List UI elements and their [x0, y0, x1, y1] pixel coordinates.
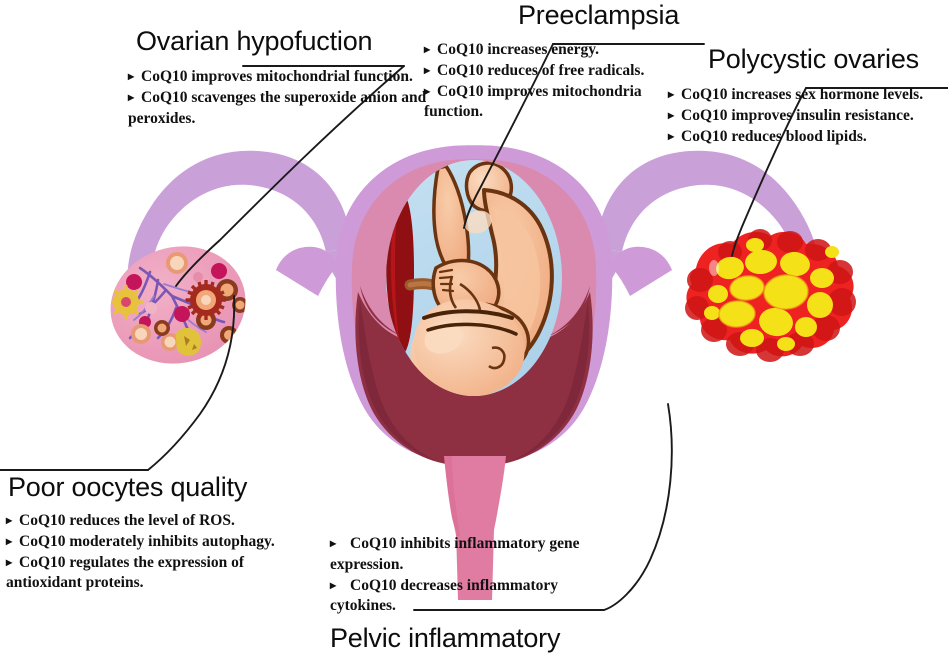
bullet-item: ▸ CoQ10 increases energy.	[424, 40, 704, 61]
cervix	[444, 456, 506, 540]
bullet-text: CoQ10 decreases inflammatory cytokines.	[330, 576, 559, 615]
bullet-text: CoQ10 increases sex hormone levels.	[681, 86, 924, 103]
callout-pelvic-inflammatory: ▸CoQ10 inhibits inflammatory gene expres…	[330, 534, 610, 654]
bullet-marker-icon: ▸	[330, 536, 337, 550]
bullet-text: CoQ10 increases energy.	[437, 41, 600, 58]
bullet-marker-icon: ▸	[424, 83, 431, 98]
bullet-item: ▸ CoQ10 reduces blood lipids.	[668, 127, 948, 148]
leader-polycystic-ovaries	[731, 87, 807, 257]
callout-ovarian-hypofunction: Ovarian hypofuction ▸ CoQ10 improves mito…	[128, 26, 428, 129]
callout-preeclampsia: Preeclampsia ▸CoQ10 increases energy. ▸C…	[424, 0, 704, 123]
right-polycystic-ovary	[685, 229, 856, 362]
leader-preeclampsia	[463, 43, 554, 229]
bullet-marker-icon: ▸	[128, 69, 135, 83]
bullet-item: ▸ CoQ10 improves insulin resistance.	[668, 106, 948, 127]
callout-title-ovarian-hypofunction: Ovarian hypofuction	[136, 26, 373, 56]
bullet-item: ▸ CoQ10 increases sex hormone levels.	[668, 85, 948, 106]
callout-bullets-preeclampsia: ▸ CoQ10 increases energy. ▸ CoQ10 reduces …	[424, 40, 704, 123]
callout-poor-oocytes-quality: Poor oocytes quality ▸ CoQ10 reduces the …	[6, 472, 306, 594]
callout-title-preeclampsia: Preeclampsia	[518, 0, 680, 30]
bullet-marker-icon: ▸	[330, 577, 337, 592]
left-ovary	[109, 246, 248, 364]
callout-polycystic-ovaries: Polycystic ovaries ▸ CoQ10 increases sex …	[668, 44, 948, 147]
bullet-item: ▸CoQ10 improves mitochondria function.	[424, 82, 704, 124]
bullet-text: CoQ10 reduces blood lipids.	[681, 127, 867, 145]
bullet-marker-icon: ▸	[6, 513, 13, 527]
fetus	[410, 161, 554, 396]
callout-bullets-polycystic-ovaries: ▸ CoQ10 increases sex hormone levels. ▸ Co…	[668, 85, 948, 147]
bullet-marker-icon: ▸	[424, 62, 431, 77]
bullet-item: ▸CoQ10 decreases inflammatory cytokines.	[330, 576, 610, 618]
bullet-marker-icon: ▸	[128, 89, 135, 104]
leader-poor-oocytes-quality	[147, 295, 236, 471]
bullet-item: ▸ CoQ10 reduces of free radicals.	[424, 61, 704, 82]
bullet-marker-icon: ▸	[668, 87, 675, 101]
bullet-marker-icon: ▸	[6, 554, 13, 569]
bullet-item: ▸CoQ10 scavenges the superoxide anion an…	[128, 88, 428, 130]
bullet-text: CoQ10 improves mitochondria function.	[424, 82, 642, 121]
bullet-text: CoQ10 moderately inhibits autophagy.	[19, 532, 275, 550]
callout-title-poor-oocytes-quality: Poor oocytes quality	[8, 472, 248, 502]
vagina	[456, 530, 494, 600]
bullet-item: ▸CoQ10 regulates the expression of antio…	[6, 553, 306, 595]
callout-bullets-pelvic-inflammatory: ▸CoQ10 inhibits inflammatory gene expres…	[330, 534, 610, 617]
callout-bullets-poor-oocytes-quality: ▸CoQ10 reduces the level of ROS. ▸CoQ10 …	[6, 511, 306, 594]
cervix-and-vagina	[444, 456, 506, 600]
leader-ovarian-hypofunction	[175, 65, 405, 287]
bullet-text: CoQ10 scavenges the superoxide anion and…	[128, 88, 427, 127]
bullet-marker-icon: ▸	[424, 42, 431, 56]
bullet-item: ▸ CoQ10 improves mitochondrial function.	[128, 67, 428, 88]
bullet-item: ▸ CoQ10 moderately inhibits autophagy.	[6, 532, 306, 553]
bullet-marker-icon: ▸	[668, 107, 675, 122]
bullet-text: CoQ10 improves mitochondrial function.	[141, 68, 413, 85]
bullet-item: ▸ CoQ10 reduces the level of ROS.	[6, 511, 306, 532]
callout-title-polycystic-ovaries: Polycystic ovaries	[708, 44, 919, 74]
bullet-marker-icon: ▸	[668, 128, 675, 143]
bullet-marker-icon: ▸	[6, 533, 13, 548]
bullet-item: ▸CoQ10 inhibits inflammatory gene expres…	[330, 534, 610, 576]
callout-bullets-ovarian-hypofunction: ▸CoQ10 improves mitochondrial function. …	[128, 67, 428, 129]
bullet-text: CoQ10 inhibits inflammatory gene express…	[330, 535, 580, 573]
callout-title-pelvic-inflammatory: Pelvic inflammatory	[330, 623, 561, 654]
bullet-text: CoQ10 improves insulin resistance.	[681, 106, 914, 124]
leader-pelvic-inflammatory	[603, 403, 673, 611]
bullet-text: CoQ10 reduces of free radicals.	[437, 61, 645, 79]
bullet-text: CoQ10 reduces the level of ROS.	[19, 512, 235, 529]
bullet-text: CoQ10 regulates the expression of antiox…	[6, 553, 245, 592]
leader-lines	[0, 43, 948, 611]
